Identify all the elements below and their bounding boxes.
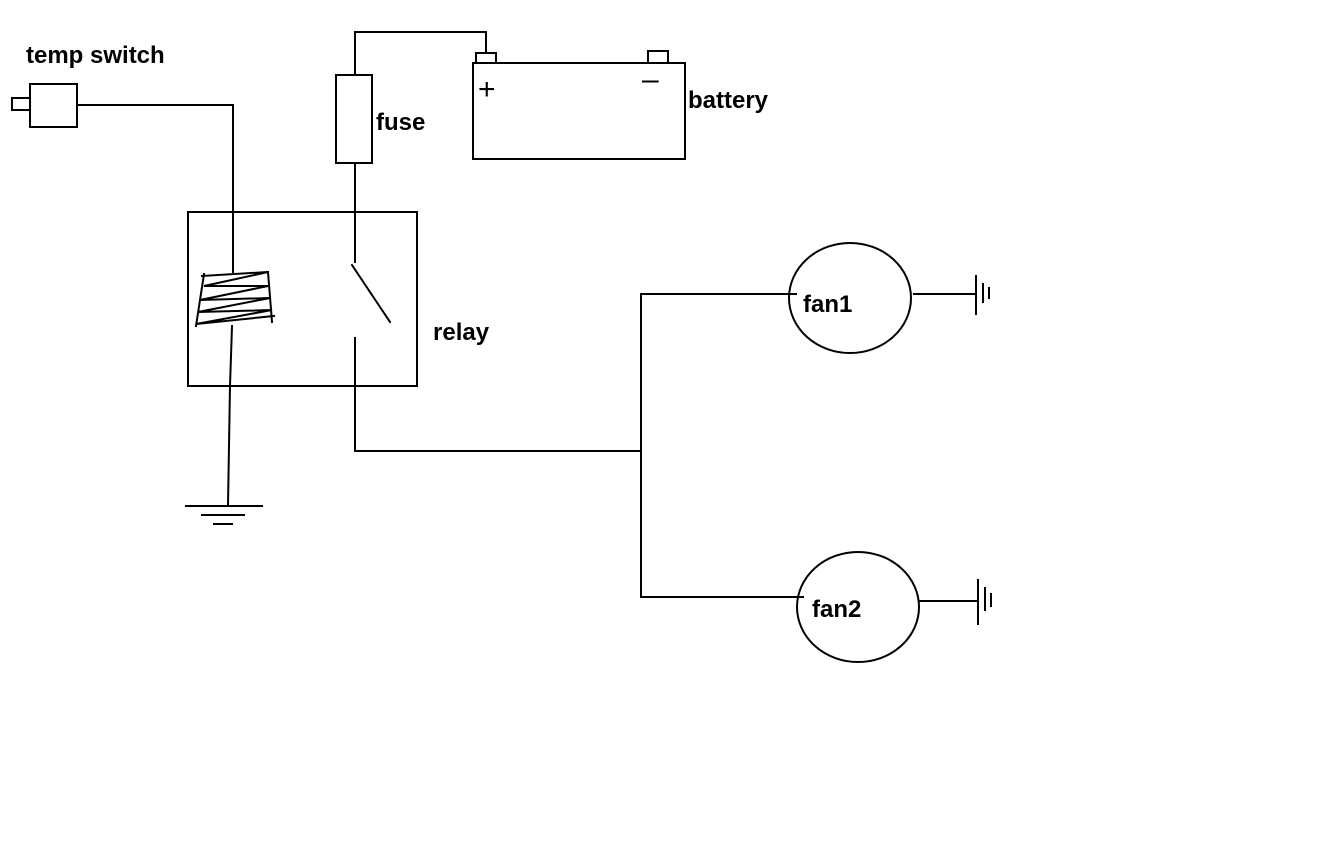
battery-positive-symbol: +: [478, 73, 496, 106]
relay-label: relay: [433, 319, 490, 346]
fan2-label: fan2: [812, 596, 861, 623]
fan1-label: fan1: [803, 291, 852, 318]
battery-positive-wire: [354, 31, 487, 76]
relay-box: [187, 211, 418, 387]
battery-label: battery: [688, 87, 769, 114]
relay-output-wire: [354, 385, 642, 452]
temp-switch-body: [29, 83, 78, 128]
battery-positive-post: [475, 52, 497, 64]
ground-symbol: [185, 505, 263, 525]
battery-negative-symbol: –: [642, 63, 659, 96]
relay-switch-contact: [350, 211, 392, 387]
temp-switch: [11, 83, 78, 128]
fan2-motor: [796, 551, 920, 663]
fan1-ground-symbol: [975, 275, 990, 315]
fan2-ground-symbol: [977, 579, 992, 625]
temp-switch-probe: [11, 97, 31, 111]
fan1-motor: [788, 242, 912, 354]
temp-switch-label: temp switch: [26, 42, 165, 69]
fuse: [335, 74, 373, 164]
battery-negative-post: [647, 50, 669, 64]
coil-ground-wire: [226, 384, 232, 507]
fuse-label: fuse: [376, 109, 425, 136]
relay-coil: [194, 211, 276, 388]
battery-body: [472, 62, 686, 160]
temp-switch-wire: [76, 104, 234, 213]
